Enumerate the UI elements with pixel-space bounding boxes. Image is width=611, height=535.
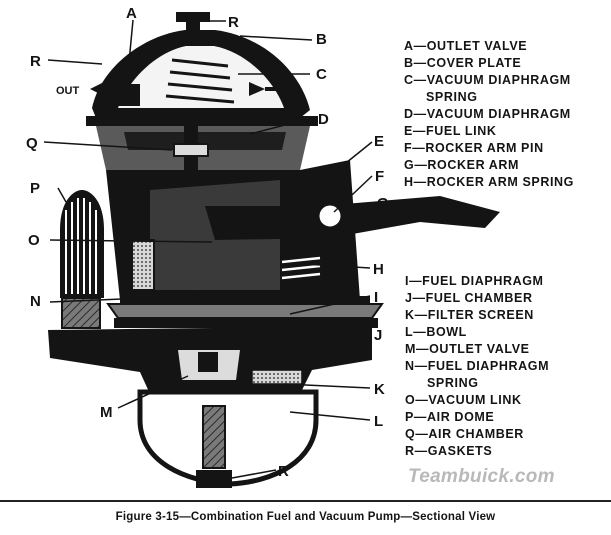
legend-entry: J—FUEL CHAMBER [405, 291, 533, 305]
vacuum-diaphragm-spring [165, 58, 235, 104]
callout-r-top: R [228, 14, 239, 31]
rocker-arm-spring-shape [281, 256, 321, 280]
rocker-arm-shape [205, 196, 500, 240]
callout-i: I [374, 289, 378, 306]
legend-entry: O—VACUUM LINK [405, 393, 522, 407]
legend-entry: L—BOWL [405, 325, 467, 339]
watermark: Teambuick.com [408, 466, 555, 487]
flow-arrows [90, 82, 279, 96]
callout-h: H [373, 261, 384, 278]
legend-entry: N—FUEL DIAPHRAGM [405, 359, 550, 373]
legend-top: A—OUTLET VALVE B—COVER PLATE C—VACUUM DIAP… [404, 38, 574, 191]
legend-entry: P—AIR DOME [405, 410, 495, 424]
legend-entry: SPRING [426, 90, 478, 104]
callout-l: L [374, 413, 383, 430]
pump-illustration [48, 12, 500, 488]
callout-p: P [30, 180, 40, 197]
leader-lines [43, 19, 439, 479]
legend-entry: A—OUTLET VALVE [404, 39, 528, 53]
legend-entry: R—GASKETS [405, 444, 493, 458]
callout-r-bottom: R [278, 463, 289, 480]
callout-c: C [316, 66, 327, 83]
legend-entry: K—FILTER SCREEN [405, 308, 534, 322]
callout-o: O [28, 232, 40, 249]
legend-entry: D—VACUUM DIAPHRAGM [404, 107, 571, 121]
callout-b: B [316, 31, 327, 48]
legend-entry: F—ROCKER ARM PIN [404, 141, 544, 155]
callout-g: G [377, 195, 389, 212]
vacuum-diaphragm [86, 116, 318, 126]
callout-a: A [126, 5, 137, 22]
legend-entry: Q—AIR CHAMBER [405, 427, 524, 441]
callout-d: D [318, 111, 329, 128]
legend-entry: I—FUEL DIAPHRAGM [405, 274, 544, 288]
callout-n: N [30, 293, 41, 310]
legend-entry: C—VACUUM DIAPHRAGM [404, 73, 571, 87]
callout-q: Q [26, 135, 38, 152]
flow-label-in: IN [283, 86, 294, 98]
legend-entry: SPRING [427, 376, 479, 390]
legend-entry: G—ROCKER ARM [404, 158, 520, 172]
figure-caption: Figure 3-15—Combination Fuel and Vacuum … [115, 511, 496, 523]
legend-entry: B—COVER PLATE [404, 56, 522, 70]
flow-label-out: OUT [56, 85, 80, 97]
legend-entry: E—FUEL LINK [404, 124, 497, 138]
callout-e: E [374, 133, 384, 150]
callout-r-left: R [30, 53, 41, 70]
callout-j: J [374, 327, 382, 344]
callout-f: F [375, 168, 384, 185]
callout-k: K [374, 381, 385, 398]
legend-entry: H—ROCKER ARM SPRING [404, 175, 574, 189]
callout-m: M [100, 404, 113, 421]
legend-bottom: I—FUEL DIAPHRAGM J—FUEL CHAMBER K—FILTER S… [405, 273, 549, 460]
legend-entry: M—OUTLET VALVE [405, 342, 530, 356]
caption-divider [0, 500, 611, 502]
